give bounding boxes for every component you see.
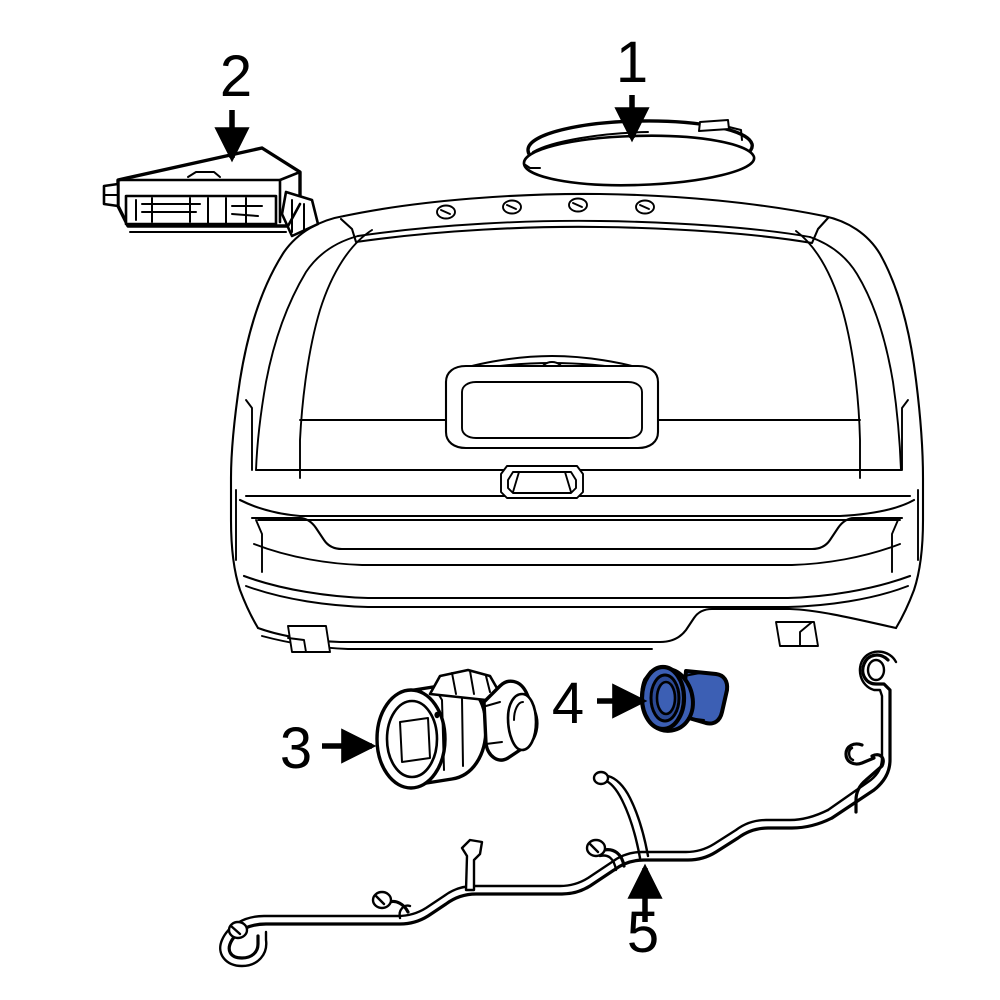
callout-2: 2 [214, 44, 252, 163]
callout-1-number: 1 [616, 30, 648, 95]
callout-4: 4 [552, 671, 648, 736]
callout-1: 1 [614, 30, 650, 143]
oval-lens-cover-icon [522, 119, 756, 187]
callout-4-number: 4 [552, 671, 584, 736]
wiring-harness-icon [219, 650, 898, 968]
callout-3: 3 [280, 716, 377, 781]
callout-5: 5 [627, 863, 663, 965]
callout-3-number: 3 [280, 716, 312, 781]
park-sensor-icon [375, 668, 539, 790]
sensor-retainer-icon [639, 664, 730, 733]
vehicle-rear-outline [229, 192, 925, 653]
callout-2-number: 2 [220, 44, 252, 109]
control-module-icon [102, 146, 320, 238]
